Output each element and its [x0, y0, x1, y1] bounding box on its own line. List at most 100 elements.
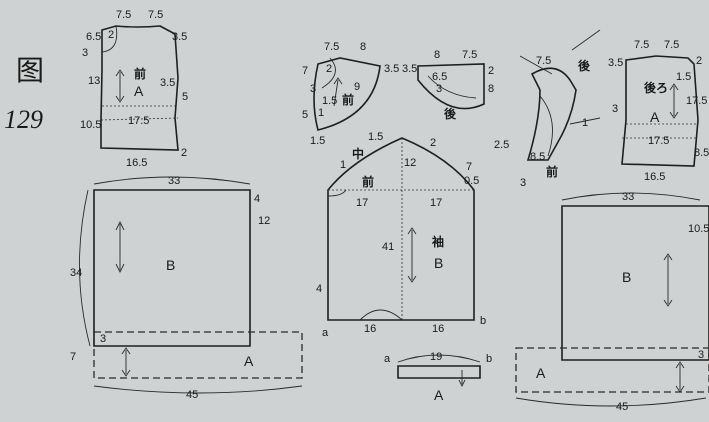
- collar-b-r8: 8: [488, 83, 494, 95]
- cuff-width: 19: [430, 351, 442, 363]
- bodice-right-top: 3.5: [172, 31, 187, 43]
- sleeve-center: 12: [404, 157, 416, 169]
- bodice-piece: A: [134, 83, 144, 99]
- back-collar-piece: 8 7.5 3.5 6.5 3 2 8 後: [402, 49, 494, 121]
- sleeve-height: 41: [382, 241, 394, 253]
- band-piece: A: [244, 353, 254, 369]
- sleeve-left-side: 4: [316, 283, 322, 295]
- bodice-label: 前: [134, 66, 146, 81]
- rcollar-top: 7.5: [536, 55, 551, 67]
- rcollar-front: 前: [546, 164, 558, 179]
- bodice-waist: 17.5: [128, 115, 149, 127]
- rcollar-v1: 1: [582, 117, 588, 129]
- rcollar-back: 後: [578, 58, 591, 73]
- front-bodice-piece: 7.5 7.5 6.5 3 2 13 10.5 3.5 3.5 5 17.5 1…: [80, 9, 188, 169]
- bodice-hem-right: 2: [181, 147, 187, 159]
- collar-b-label: 後: [444, 106, 457, 121]
- sleeve-upper1: 17: [356, 197, 368, 209]
- sleeve-mark-right: 2: [430, 137, 436, 149]
- front-collar-piece: 7.5 8 3.5 7 2 3 1.5 9 5 1 1.5 前: [302, 41, 399, 147]
- rcollar-v3: 3: [520, 177, 526, 189]
- rbodice-waist: 17.5: [648, 135, 669, 147]
- sleeve-r7: 7: [466, 161, 472, 173]
- sleeve-front: 前: [362, 174, 374, 189]
- right-band-piece: 45 A: [515, 347, 709, 413]
- sleeve-piece: 1.5 12 中 2 1 前 7 0.5 17 17 41 袖 B 4 16 1…: [316, 131, 486, 339]
- band-width: 45: [186, 389, 198, 401]
- sleeve-upper2: 17: [430, 197, 442, 209]
- cuff-a: a: [384, 353, 391, 365]
- rband-piece: A: [536, 365, 546, 381]
- rbodice-r15: 1.5: [676, 71, 691, 83]
- collar-b-v3: 3: [436, 83, 442, 95]
- sleeve-b: b: [480, 315, 486, 327]
- cuff-piece: 19 a b A: [384, 351, 492, 403]
- collar-b-top1: 8: [434, 49, 440, 61]
- sleeve-r05: 0.5: [464, 175, 479, 187]
- panel-left-small: 3: [100, 333, 106, 345]
- rbodice-right-top: 2: [696, 55, 702, 67]
- sleeve-l1: 1: [340, 159, 346, 171]
- bodice-left-b: 10.5: [80, 119, 101, 131]
- bodice-left-mid: 3: [82, 47, 88, 59]
- panel-piece: B: [166, 257, 175, 273]
- sleeve-bot1: 16: [364, 323, 376, 335]
- bodice-neck-small: 2: [108, 29, 114, 41]
- rbodice-top2: 7.5: [664, 39, 679, 51]
- rbodice-top1: 7.5: [634, 39, 649, 51]
- sleeve-a: a: [322, 327, 329, 339]
- right-collar-piece: 7.5 後 2.5 8.5 1 3 前: [494, 29, 601, 189]
- rpanel-right-top: 10.5: [688, 223, 709, 235]
- rpanel-piece: B: [622, 269, 631, 285]
- collar-f-v15: 1.5: [322, 95, 337, 107]
- rbodice-left-top: 3.5: [608, 57, 623, 69]
- collar-f-v15b: 1.5: [310, 135, 325, 147]
- left-band-piece: 7 45 A: [70, 331, 303, 401]
- rbodice-r175: 17.5: [686, 95, 707, 107]
- panel-right-b: 12: [258, 215, 270, 227]
- right-panel-piece: 33 10.5 3 B: [561, 191, 709, 361]
- cuff-b: b: [486, 353, 492, 365]
- cuff-piece-label: A: [434, 387, 444, 403]
- bodice-left-top: 6.5: [86, 31, 101, 43]
- rbodice-hem: 16.5: [644, 171, 665, 183]
- collar-f-l3: 3: [310, 83, 316, 95]
- panel-right-top: 4: [254, 193, 260, 205]
- collar-f-v5: 5: [302, 109, 308, 121]
- bodice-top-2: 7.5: [148, 9, 163, 21]
- bodice-hem: 16.5: [126, 157, 147, 169]
- band-height: 7: [70, 351, 76, 363]
- rbodice-label: 後ろ: [644, 80, 668, 95]
- rcollar-v25: 2.5: [494, 139, 509, 151]
- rcollar-v85: 8.5: [530, 151, 545, 163]
- rpanel-width: 33: [622, 191, 634, 203]
- collar-f-top2: 8: [360, 41, 366, 53]
- sleeve-top: 1.5: [368, 131, 383, 143]
- bodice-right-mid: 3.5: [160, 77, 175, 89]
- panel-height: 34: [70, 267, 82, 279]
- sleeve-bot2: 16: [432, 323, 444, 335]
- collar-f-top1: 7.5: [324, 41, 339, 53]
- collar-b-top2: 7.5: [462, 49, 477, 61]
- collar-f-l7: 7: [302, 65, 308, 77]
- rbodice-piece: A: [650, 109, 660, 125]
- sleeve-label1: 袖: [432, 234, 444, 249]
- collar-b-mid: 6.5: [432, 71, 447, 83]
- bodice-left-a: 13: [88, 75, 100, 87]
- panel-width: 33: [168, 175, 180, 187]
- figure-number: 129: [4, 105, 43, 134]
- bodice-right-b: 5: [182, 91, 188, 103]
- rbodice-r85: 8.5: [694, 147, 709, 159]
- figure-title: 图: [16, 54, 44, 87]
- collar-f-l2: 2: [326, 63, 332, 75]
- sleeve-label2: B: [434, 255, 443, 271]
- rband-width: 45: [616, 401, 628, 413]
- collar-f-right: 3.5: [384, 63, 399, 75]
- collar-b-left: 3.5: [402, 63, 417, 75]
- collar-b-r2: 2: [488, 65, 494, 77]
- rpanel-r3: 3: [698, 349, 704, 361]
- collar-f-v1: 1: [318, 107, 324, 119]
- sleeve-mark-left: 中: [352, 146, 364, 161]
